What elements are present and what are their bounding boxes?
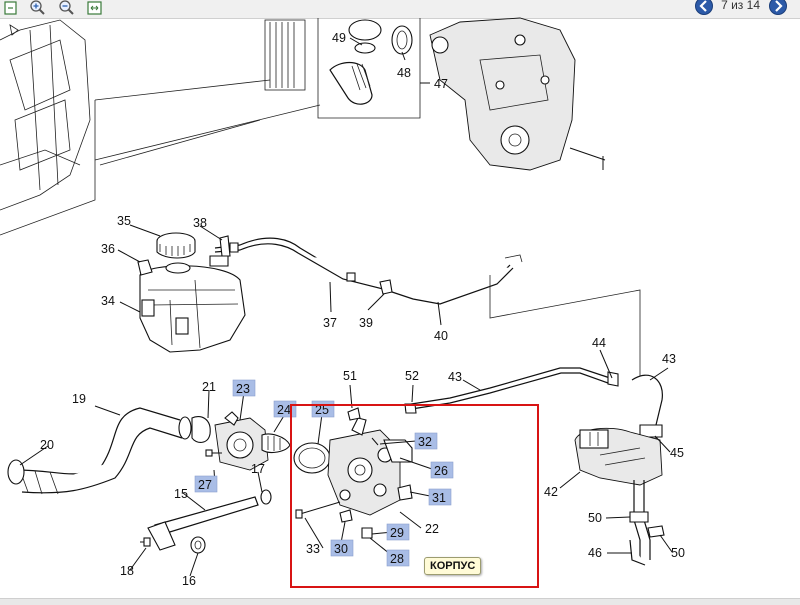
bottom-scrollbar[interactable] [0, 598, 800, 605]
zoom-in-icon[interactable] [28, 0, 46, 16]
highlighted-callouts: 23 24 25 32 26 31 27 29 [194, 379, 454, 567]
svg-text:23: 23 [236, 382, 250, 396]
lower-hose-19-drawing [7, 407, 211, 495]
callout-49: 49 [332, 31, 346, 45]
callout-27[interactable]: 27 [194, 475, 218, 493]
fit-page-icon[interactable] [2, 0, 20, 16]
callout-42: 42 [544, 485, 558, 499]
engine-cover-drawing [429, 17, 606, 171]
callout-15: 15 [174, 487, 188, 501]
callout-50a: 50 [588, 511, 602, 525]
radiator-drawing [0, 19, 321, 236]
hose-lines-37-40 [214, 235, 641, 400]
callout-33: 33 [306, 542, 320, 556]
coolant-pipe-15-drawing [140, 489, 272, 554]
callout-48: 48 [397, 66, 411, 80]
callout-31[interactable]: 31 [428, 488, 452, 506]
prev-page-icon[interactable] [694, 0, 714, 16]
callout-52: 52 [405, 369, 419, 383]
fit-width-icon[interactable] [86, 0, 104, 16]
callout-21: 21 [202, 380, 216, 394]
next-page-icon[interactable] [768, 0, 788, 16]
callout-44: 44 [592, 336, 606, 350]
callout-20: 20 [40, 438, 54, 452]
callout-46: 46 [588, 546, 602, 560]
svg-text:29: 29 [390, 526, 404, 540]
housing-tooltip[interactable]: КОРПУС [424, 557, 482, 575]
svg-text:28: 28 [390, 552, 404, 566]
svg-text:26: 26 [434, 464, 448, 478]
svg-text:32: 32 [418, 435, 432, 449]
hose-group-47 [317, 18, 430, 119]
callout-30[interactable]: 30 [330, 539, 354, 557]
svg-text:25: 25 [315, 403, 329, 417]
svg-text:31: 31 [432, 491, 446, 505]
callout-22: 22 [425, 522, 439, 536]
selection-frame [290, 404, 539, 588]
leader-lines [19, 37, 673, 577]
viewer-toolbar: 7 из 14 [0, 0, 800, 19]
callout-29[interactable]: 29 [386, 523, 410, 541]
expansion-tank-drawing [137, 232, 246, 353]
heater-valve-42-drawing [574, 427, 665, 566]
callout-numbers: 49 48 47 35 38 36 34 37 39 40 51 52 43 4… [40, 31, 685, 588]
callout-51: 51 [343, 369, 357, 383]
callout-39: 39 [359, 316, 373, 330]
page-indicator: 7 из 14 [721, 0, 760, 12]
callout-50b: 50 [671, 546, 685, 560]
outlet-housing-drawing [293, 407, 413, 539]
callout-34: 34 [101, 294, 115, 308]
callout-47: 47 [434, 77, 448, 91]
callout-18: 18 [120, 564, 134, 578]
callout-16: 16 [182, 574, 196, 588]
callout-32[interactable]: 32 [414, 432, 438, 450]
callout-43a: 43 [448, 370, 462, 384]
callout-28[interactable]: 28 [386, 549, 410, 567]
thermostat-housing-drawing [205, 411, 291, 471]
pipe-43-drawing [404, 367, 663, 470]
callout-40: 40 [434, 329, 448, 343]
callout-43b: 43 [662, 352, 676, 366]
callout-17: 17 [251, 462, 265, 476]
callout-26[interactable]: 26 [430, 461, 454, 479]
callout-37: 37 [323, 316, 337, 330]
callout-45: 45 [670, 446, 684, 460]
callout-35: 35 [117, 214, 131, 228]
svg-text:30: 30 [334, 542, 348, 556]
svg-text:24: 24 [277, 403, 291, 417]
callout-36: 36 [101, 242, 115, 256]
callout-19: 19 [72, 392, 86, 406]
zoom-out-icon[interactable] [57, 0, 75, 16]
callout-38: 38 [193, 216, 207, 230]
callout-23[interactable]: 23 [232, 379, 256, 397]
svg-text:27: 27 [198, 478, 212, 492]
